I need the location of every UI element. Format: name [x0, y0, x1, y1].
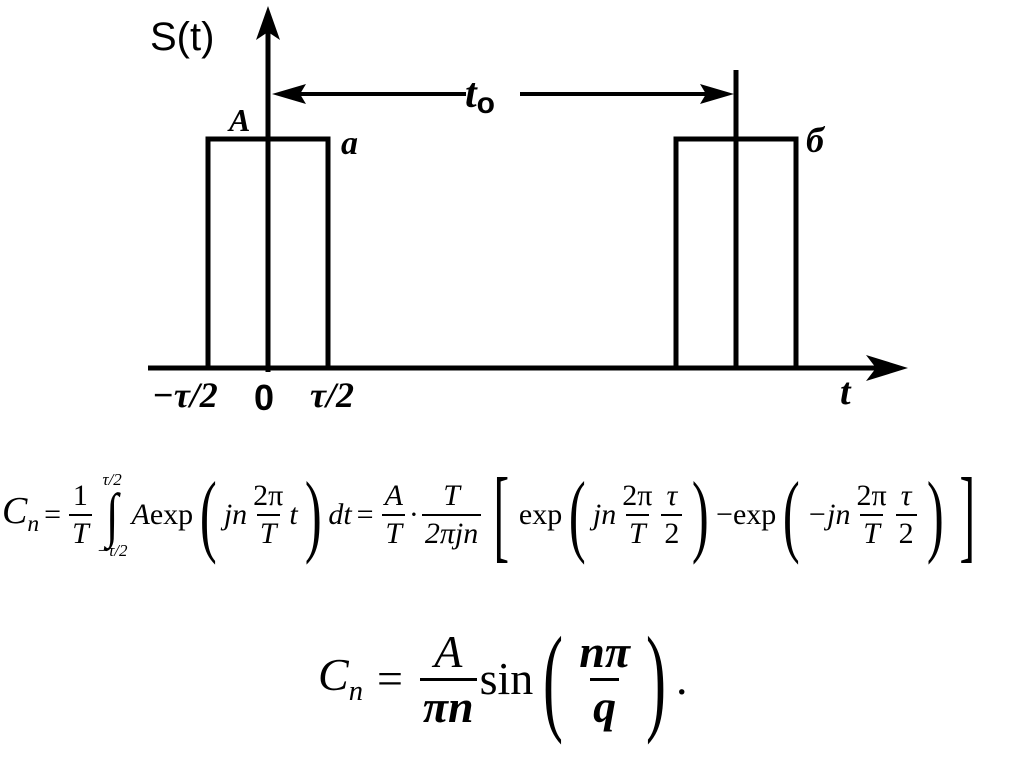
- equals-sign-3: =: [376, 653, 403, 704]
- sin: sin: [479, 653, 534, 704]
- tick-neg-half-tau: −τ/2: [152, 375, 218, 415]
- equals-sign: =: [44, 497, 62, 531]
- x-axis-label: t: [840, 371, 852, 413]
- exp-1: exp: [518, 497, 563, 531]
- t-var: t: [289, 497, 298, 531]
- minus: −: [716, 497, 733, 531]
- period-label: to: [465, 71, 495, 120]
- paren-open-2: (: [569, 462, 586, 565]
- bracket-open: [: [493, 456, 510, 572]
- cn-symbol-2: Cn: [318, 648, 363, 707]
- period-arrow-left-head: [272, 84, 306, 104]
- paren-close-2: ): [692, 462, 710, 565]
- tick-zero: 0: [254, 377, 274, 418]
- cn-symbol: Cn: [2, 490, 40, 538]
- bracket-close: ]: [959, 456, 976, 572]
- amplitude-label: A: [227, 102, 250, 138]
- paren-close-4: ): [645, 612, 666, 745]
- paren-open-3: (: [783, 462, 801, 565]
- pulse-diagram: S(t) A a б to t −τ/2 0 τ/2: [148, 6, 908, 418]
- jn: jn: [223, 497, 248, 531]
- paren-close-3: ): [926, 462, 944, 565]
- y-axis-label: S(t): [150, 15, 214, 59]
- jn-2: jn: [592, 497, 617, 531]
- exp-2: exp: [732, 497, 777, 531]
- integral: τ/2 ∫ −τ/2: [97, 471, 128, 559]
- dt: dt: [328, 497, 352, 531]
- paren-close: ): [304, 462, 322, 565]
- dot: ·: [408, 497, 419, 531]
- equals-sign-2: =: [356, 497, 374, 531]
- period-mark: .: [675, 653, 688, 704]
- signal-axis-arrow: [256, 6, 280, 40]
- integral-sign: ∫: [105, 481, 119, 548]
- upper-limit: τ/2: [102, 469, 122, 489]
- pulse-b-label: б: [806, 120, 826, 160]
- minus-jn: −jn: [806, 497, 851, 531]
- paren-open-4: (: [543, 612, 564, 745]
- pulse-a-label: a: [341, 125, 358, 162]
- period-arrow-right-head: [700, 84, 734, 104]
- pulse-a: [205, 136, 331, 368]
- time-axis-arrow: [866, 355, 908, 381]
- a-exp: Aexp: [131, 497, 194, 531]
- paren-open: (: [200, 462, 217, 565]
- lower-limit: −τ/2: [96, 540, 128, 560]
- tick-pos-half-tau: τ/2: [310, 375, 354, 415]
